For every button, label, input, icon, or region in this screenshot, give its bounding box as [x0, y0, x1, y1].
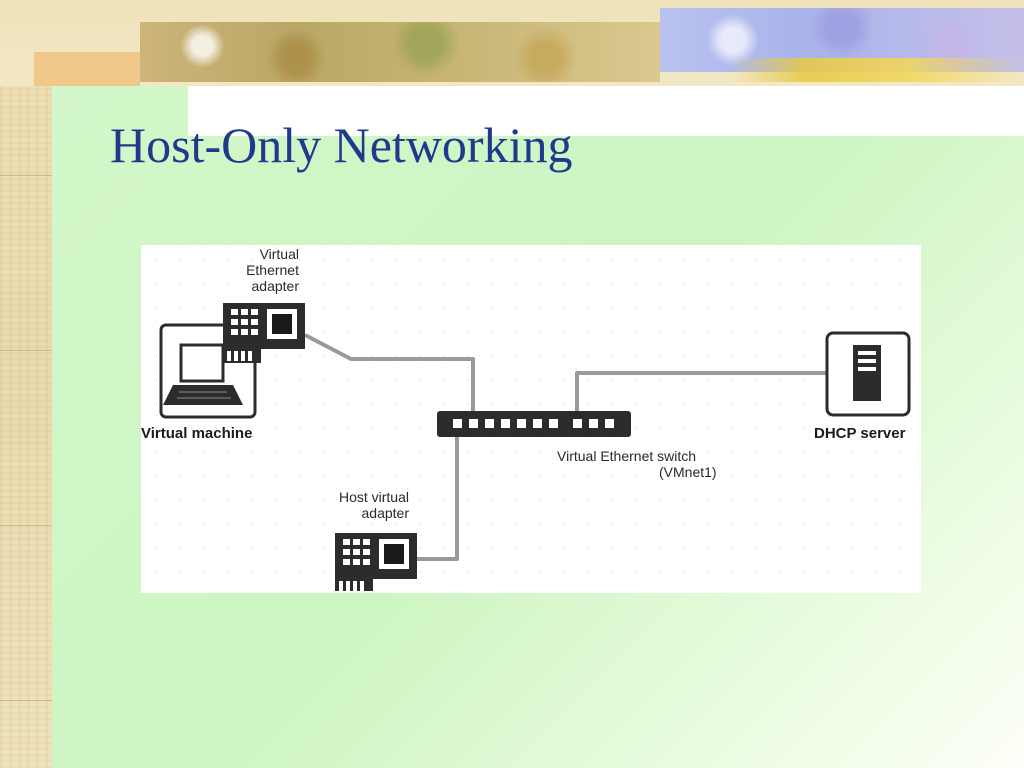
host-adapter-label-line-1: Host virtual [339, 489, 409, 505]
host-adapter-label-line-2: adapter [362, 505, 410, 521]
dhcp-server-label: DHCP server [814, 425, 906, 442]
link-vm-adapter-to-switch [304, 333, 475, 423]
virtual-machine-label: Virtual machine [141, 425, 252, 442]
title-highlight-strip [188, 86, 1024, 136]
vm-adapter-label-line-2: Ethernet [246, 262, 299, 278]
left-decorative-strip [0, 0, 52, 768]
network-links [304, 333, 827, 561]
dhcp-server-icon [825, 331, 911, 417]
top-decorative-banner [0, 0, 1024, 86]
host-adapter-card-icon [335, 533, 417, 591]
link-switch-to-dhcp-server [575, 371, 827, 423]
vm-adapter-label-line-1: Virtual [260, 246, 299, 262]
vm-adapter-card-icon [223, 303, 305, 363]
vm-adapter-label-line-3: adapter [252, 278, 300, 294]
network-diagram: Virtual Ethernet adapter Virtual machine… [141, 245, 921, 593]
slide-title: Host-Only Networking [110, 117, 573, 173]
link-host-adapter-to-switch [417, 425, 459, 561]
switch-label-line-1: Virtual Ethernet switch [557, 448, 696, 464]
switch-label-line-2: (VMnet1) [659, 464, 717, 480]
virtual-ethernet-switch-icon [437, 411, 631, 437]
